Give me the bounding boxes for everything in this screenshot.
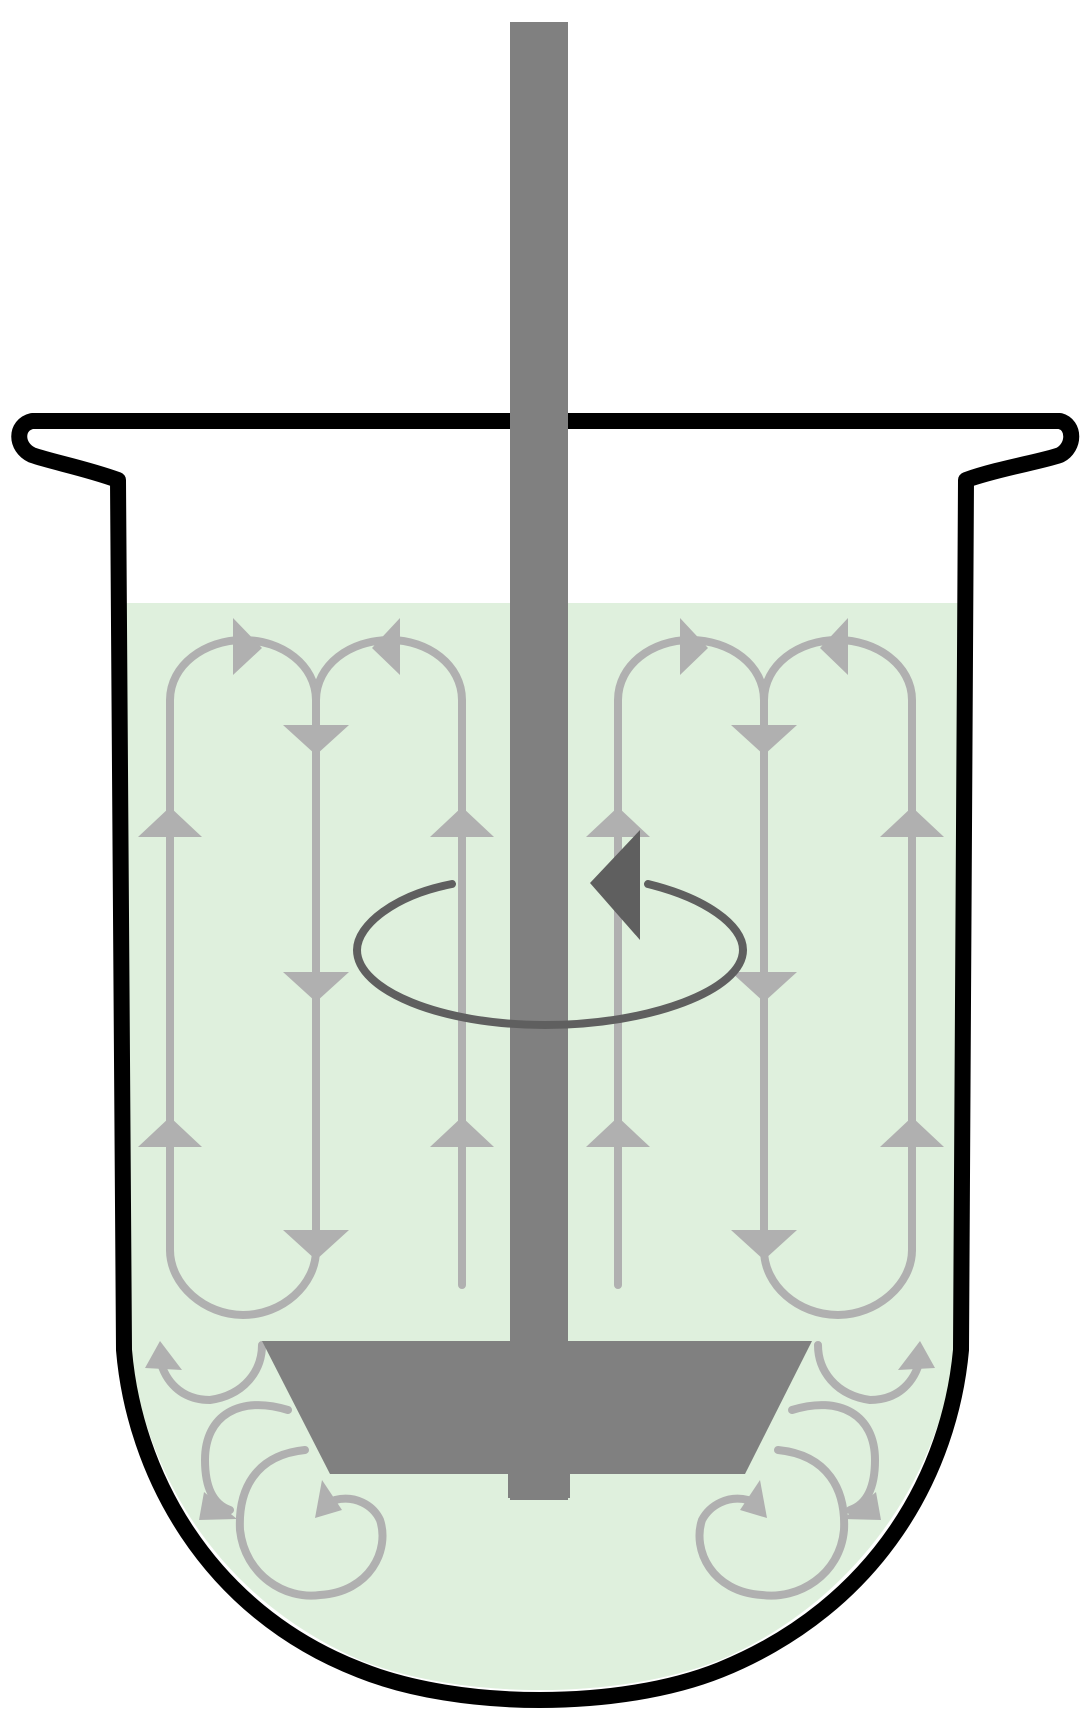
flow-arrow-head <box>880 807 944 837</box>
flow-circulation-left <box>138 618 494 1600</box>
flow-arrow-head <box>731 1230 797 1260</box>
flow-arrow-head <box>430 1117 494 1147</box>
flow-loop-left-bottom <box>166 1246 320 1320</box>
flow-arrow-head <box>145 1341 182 1370</box>
flow-left-bottom-curl-2 <box>200 1401 292 1514</box>
flow-arrow-head <box>880 1117 944 1147</box>
impeller-blade <box>262 1341 812 1474</box>
flow-arrow-head <box>898 1341 935 1370</box>
rotation-indicator <box>352 830 748 1030</box>
flow-left-bottom-curl-3 <box>235 1446 387 1600</box>
flow-right-bottom-curl-1 <box>814 1341 924 1405</box>
rotation-arrow-head <box>590 830 640 940</box>
flow-arrow-head <box>680 618 708 675</box>
flow-arrow-head <box>315 1480 342 1518</box>
flow-left-bottom-curl-1 <box>156 1341 266 1405</box>
flow-circulation-right <box>586 618 944 1600</box>
flow-arrow-head <box>740 1480 767 1518</box>
flow-arrow-head <box>138 1117 202 1147</box>
flow-loop-right-main <box>760 696 916 1320</box>
flow-arrow-head <box>138 807 202 837</box>
flow-right-bottom-curl-3 <box>695 1446 849 1600</box>
flow-arrow-head <box>199 1492 237 1520</box>
rotation-ellipse-back <box>352 880 748 1030</box>
flow-arrow-head <box>430 807 494 837</box>
flow-arrow-head <box>731 972 797 1002</box>
flow-arrow-head <box>843 1492 881 1520</box>
flow-arrow-head <box>820 618 848 675</box>
vessel-outline <box>11 413 1080 1708</box>
impeller-hub <box>508 1470 570 1498</box>
flow-right-bottom-curl-2 <box>788 1401 880 1514</box>
flow-arrow-head <box>586 807 650 837</box>
flow-arrow-head <box>283 1230 349 1260</box>
flow-arrow-head <box>283 972 349 1002</box>
flow-arrow-head <box>586 1117 650 1147</box>
stirrer-shaft <box>510 22 568 1500</box>
flow-arrow-head <box>731 725 797 755</box>
flow-arrow-head <box>372 618 400 675</box>
flow-arrow-head <box>283 725 349 755</box>
flow-arrow-head <box>233 618 262 675</box>
